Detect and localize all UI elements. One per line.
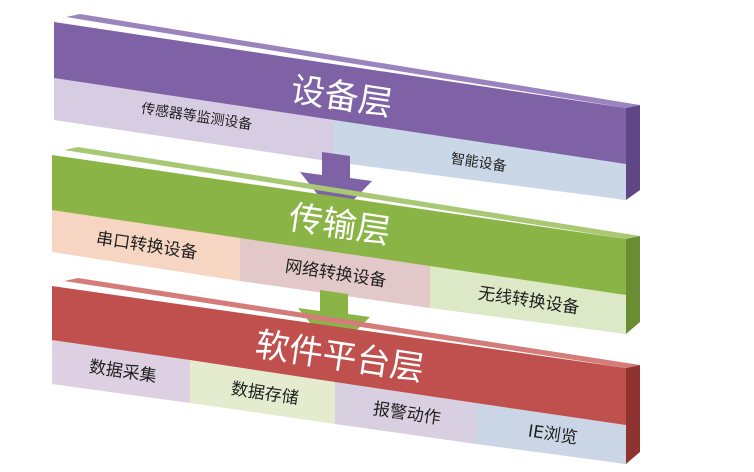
cell-alarm-action: [335, 382, 476, 444]
layer-transport-side: [626, 236, 640, 334]
cell-network-conversion: [240, 238, 430, 308]
arrow-device-to-transport: [300, 152, 372, 218]
cell-smart-devices: [334, 120, 626, 200]
cell-serial-conversion: [52, 210, 240, 281]
layer-device-side: [626, 105, 640, 200]
cell-ie-browse: [476, 403, 626, 464]
cell-data-storage: [190, 360, 335, 424]
layer-platform: 软件平台层 数据采集 数据存储 报警动作 IE浏览: [52, 278, 640, 464]
layer-device: 设备层 传感器等监测设备 智能设备: [54, 14, 640, 200]
layer-device-top: [66, 14, 640, 108]
cell-sensor-devices: [54, 78, 334, 162]
layer-transport: 传输层 串口转换设备 网络转换设备 无线转换设备: [52, 147, 640, 334]
cell-data-collection: [52, 340, 190, 403]
layer-platform-side: [626, 365, 640, 464]
layer-platform-top: [64, 278, 640, 368]
layer-transport-top: [64, 147, 640, 239]
cell-wireless-conversion: [430, 266, 626, 334]
